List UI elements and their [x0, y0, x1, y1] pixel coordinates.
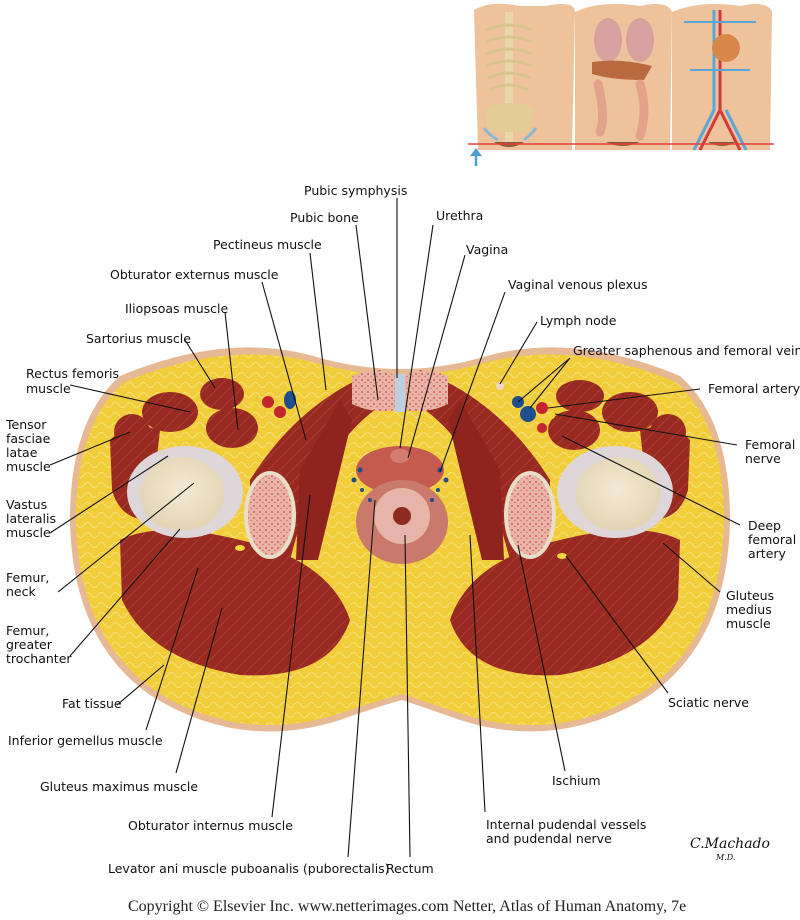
signature-degree: M.D. [715, 853, 735, 862]
label-ischium: Ischium [552, 773, 601, 788]
label-obturator-internus-muscle: Obturator internus muscle [128, 818, 293, 833]
copyright-notice: Copyright © Elsevier Inc. www.netterimag… [128, 898, 686, 915]
label-levator-ani: Levator ani muscle puboanalis (puborecta… [108, 861, 390, 876]
label-vastus-lateralis-muscle: Vastus lateralis muscle [6, 497, 60, 540]
gluteus-maximus-right [450, 530, 680, 676]
pubic-symphysis [395, 374, 405, 412]
cross-section [70, 347, 730, 732]
label-femur-greater-trochanter: Femur, greater trochanter [6, 623, 72, 666]
label-femoral-nerve: Femoral nerve [745, 437, 799, 466]
label-rectum: Rectum [386, 861, 434, 876]
label-femoral-artery: Femoral artery [708, 381, 800, 396]
label-urethra: Urethra [436, 208, 483, 223]
label-pectineus-muscle: Pectineus muscle [213, 237, 322, 252]
label-obturator-externus-muscle: Obturator externus muscle [110, 267, 279, 282]
labels: Pubic symphysis Pubic bone Urethra Vagin… [5, 183, 800, 876]
label-pubic-symphysis: Pubic symphysis [304, 183, 407, 198]
artist-signature: C.Machado M.D. [690, 836, 770, 862]
lymph-node [496, 382, 504, 390]
label-lymph-node: Lymph node [540, 313, 617, 328]
torso-vessels-panel [672, 4, 772, 151]
label-fat-tissue: Fat tissue [62, 696, 122, 711]
rectum-lumen [393, 507, 411, 525]
tensor-fasciae-latae-left [114, 414, 150, 450]
tensor-fasciae-latae-right [650, 414, 686, 450]
label-sartorius-muscle: Sartorius muscle [86, 331, 191, 346]
urethra [390, 449, 410, 463]
rectus-femoris-right [602, 392, 658, 432]
leader-lines [49, 198, 741, 858]
sartorius-right [556, 380, 604, 412]
torso-organs-panel [575, 4, 672, 150]
signature-name: C.Machado [690, 836, 770, 852]
vagina [356, 446, 444, 494]
label-iliopsoas-muscle: Iliopsoas muscle [125, 301, 228, 316]
sartorius-left [200, 378, 244, 410]
label-inferior-gemellus-muscle: Inferior gemellus muscle [8, 733, 163, 748]
label-gluteus-maximus-muscle: Gluteus maximus muscle [40, 779, 198, 794]
rectus-femoris-left [142, 392, 198, 432]
label-greater-saphenous-femoral-veins: Greater saphenous and femoral veins [573, 343, 800, 358]
torso-skeleton-panel [474, 3, 575, 150]
label-rectus-femoris-muscle: Rectus femoris muscle [26, 366, 123, 396]
sciatic-nerves [235, 545, 567, 559]
iliopsoas-left [206, 408, 258, 448]
pubic-bone-right [404, 371, 448, 412]
label-gluteus-medius-muscle: Gluteus medius muscle [726, 588, 778, 631]
femoral-vessels-left [249, 391, 296, 418]
label-femur-neck: Femur, neck [6, 570, 53, 599]
obturator-internus-left [296, 400, 352, 560]
label-internal-pudendal: Internal pudendal vessels and pudendal n… [486, 817, 650, 846]
label-sciatic-nerve: Sciatic nerve [668, 695, 749, 710]
level-arrow-icon [470, 148, 482, 166]
ischium-left [244, 471, 296, 559]
label-pubic-bone: Pubic bone [290, 210, 359, 225]
label-vaginal-venous-plexus: Vaginal venous plexus [508, 277, 647, 292]
femur-left [140, 457, 225, 531]
iliopsoas-right [548, 410, 600, 450]
label-vagina: Vagina [466, 242, 508, 257]
label-deep-femoral-artery: Deep femoral artery [748, 518, 800, 561]
label-tensor-fasciae-latae-muscle: Tensor fasciae latae muscle [5, 417, 54, 474]
ischium-right [504, 471, 556, 559]
orientation-thumbnail [468, 3, 774, 166]
vaginal-venous-plexus [351, 467, 449, 502]
obturator-internus-right [448, 400, 504, 560]
pubic-bone-left [352, 371, 396, 412]
femur-right [575, 457, 660, 531]
